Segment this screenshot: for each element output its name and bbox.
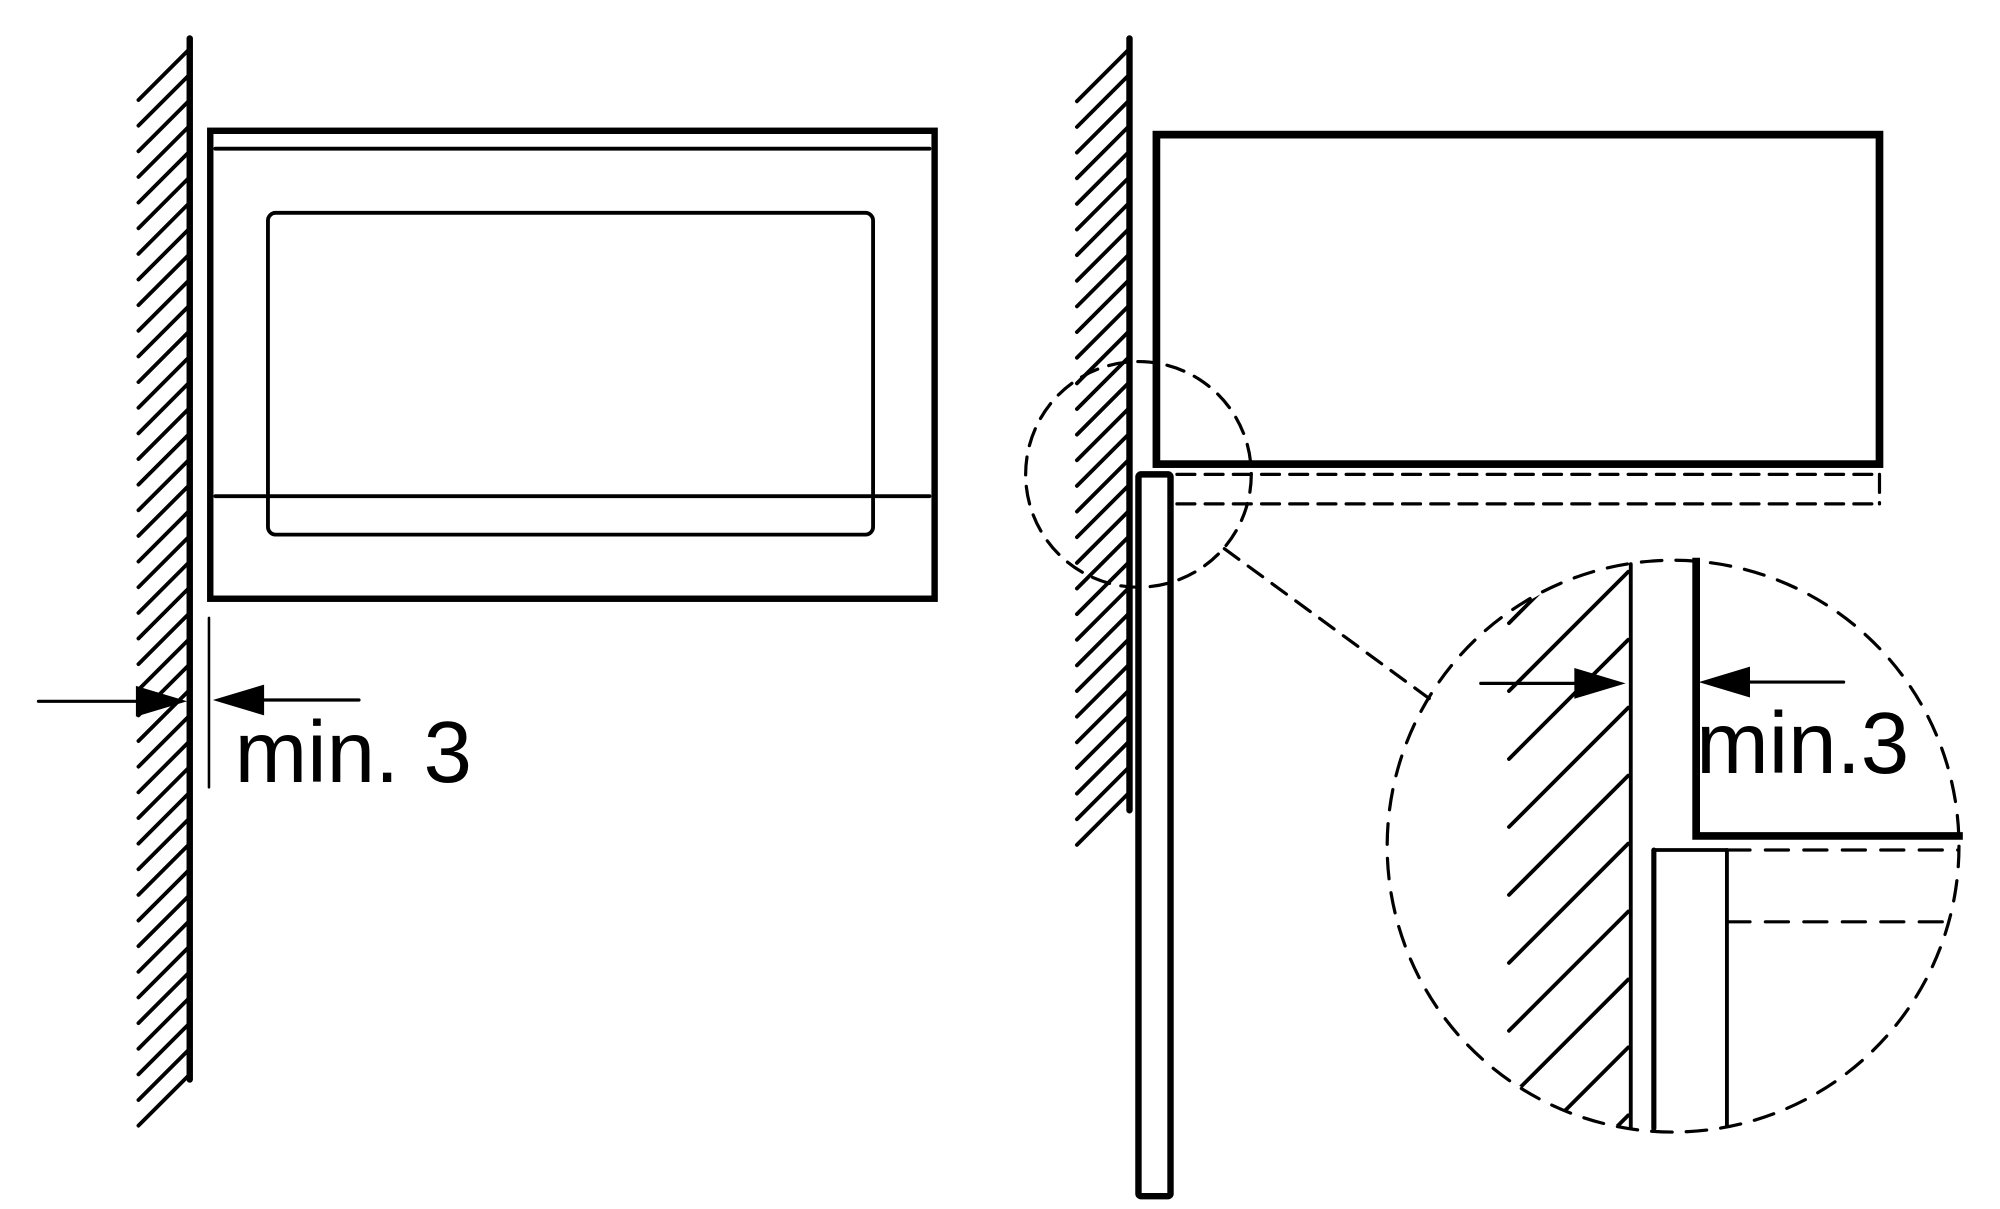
hatch-line xyxy=(136,175,192,231)
hatch-line xyxy=(136,123,192,179)
hatch-line xyxy=(136,46,192,102)
left-dimension-label: min. 3 xyxy=(235,704,472,801)
hatch-line xyxy=(136,149,192,205)
hatch-line xyxy=(1075,764,1132,822)
hatch-line xyxy=(1075,354,1132,411)
hatch-line xyxy=(1507,637,1631,761)
hatch-line xyxy=(136,764,192,820)
hatch-line xyxy=(136,969,192,1026)
hatch-line xyxy=(1075,303,1132,360)
hatch-line xyxy=(1075,380,1132,437)
hatch-line xyxy=(136,533,192,590)
hatch-line xyxy=(1075,508,1132,565)
hatch-line xyxy=(136,200,192,256)
hatch-line xyxy=(136,687,192,743)
hatch-line xyxy=(1075,533,1132,591)
hatch-line xyxy=(1075,405,1132,463)
hatch-line xyxy=(136,867,192,923)
hatch-line xyxy=(1507,569,1631,693)
hatch-line xyxy=(1075,610,1132,668)
hatch-line xyxy=(1507,773,1631,897)
hatch-line xyxy=(1507,977,1631,1101)
hatch-line xyxy=(1075,226,1132,283)
left-wall xyxy=(136,35,193,1128)
hatch-line xyxy=(136,944,192,1000)
hatch-line xyxy=(136,1072,192,1128)
hatch-line xyxy=(136,918,192,974)
hatch-line xyxy=(1075,585,1132,642)
hatch-line xyxy=(136,380,192,436)
hatch-line xyxy=(136,72,192,128)
hatch-line xyxy=(136,354,192,410)
hatch-line xyxy=(136,328,192,384)
hatch-line xyxy=(1075,200,1132,258)
hatch-line xyxy=(136,841,192,897)
hatch-line xyxy=(1507,841,1631,965)
hatch-line xyxy=(1075,636,1132,693)
hatch-line xyxy=(1075,175,1132,232)
wall-cabinet xyxy=(1152,130,1884,468)
right-wall xyxy=(1075,35,1133,847)
hatch-line xyxy=(136,508,192,564)
hatch-line xyxy=(136,1046,192,1102)
hatch-line xyxy=(1075,72,1132,129)
hatch-line xyxy=(136,559,192,615)
hatch-line xyxy=(1075,713,1132,770)
detail-view xyxy=(1385,436,1963,1134)
hatch-line xyxy=(1075,277,1132,334)
hatch-line xyxy=(136,226,192,282)
hatch-line xyxy=(136,790,192,846)
hatch-line xyxy=(1075,482,1132,540)
hatch-line xyxy=(136,277,192,333)
hatch-line xyxy=(1075,739,1132,796)
hatch-line xyxy=(136,739,192,795)
hatch-line xyxy=(1507,705,1631,829)
detail-dimension-label: min.3 xyxy=(1696,695,1909,792)
left-wall-hatching xyxy=(136,46,192,1128)
right-wall-hatching xyxy=(1075,46,1132,847)
hatch-line xyxy=(136,816,192,872)
microwave-door-window xyxy=(266,210,875,537)
hatch-line xyxy=(1075,457,1132,514)
hatch-line xyxy=(1075,687,1132,745)
hatch-line xyxy=(1507,561,1631,626)
hatch-line xyxy=(136,431,192,487)
hatch-line xyxy=(1075,431,1132,488)
hatch-line xyxy=(136,457,192,513)
hatch-line xyxy=(1507,1045,1631,1131)
hatch-line xyxy=(1075,559,1132,617)
hatch-line xyxy=(136,636,192,692)
hatch-line xyxy=(1507,1113,1631,1131)
detail-leader-line xyxy=(1222,547,1432,701)
hatch-line xyxy=(136,482,192,538)
hatch-line xyxy=(1509,436,1628,555)
left-dimension xyxy=(36,616,361,789)
hatch-line xyxy=(136,98,192,154)
hatch-line xyxy=(136,251,192,308)
hatch-line xyxy=(1507,909,1631,1033)
hatch-line xyxy=(136,713,192,769)
detail-marker-circle xyxy=(1024,359,1253,589)
hatch-line xyxy=(136,1021,192,1077)
hatch-line xyxy=(136,892,192,949)
hatch-line xyxy=(136,995,192,1051)
hatch-line xyxy=(1075,790,1132,847)
cabinet-door-panel xyxy=(1135,471,1174,1200)
hatch-line xyxy=(1075,251,1132,309)
hatch-line xyxy=(1075,46,1132,104)
hatch-line xyxy=(136,303,192,359)
microwave-outline-dashed xyxy=(1175,472,1882,506)
hatch-line xyxy=(1075,98,1132,155)
hatch-line xyxy=(1075,123,1132,181)
hatch-line xyxy=(136,405,192,461)
hatch-line xyxy=(1075,662,1132,719)
hatch-line xyxy=(136,610,192,667)
microwave-front xyxy=(207,127,938,602)
hatch-line xyxy=(136,585,192,641)
hatch-line xyxy=(1075,149,1132,206)
